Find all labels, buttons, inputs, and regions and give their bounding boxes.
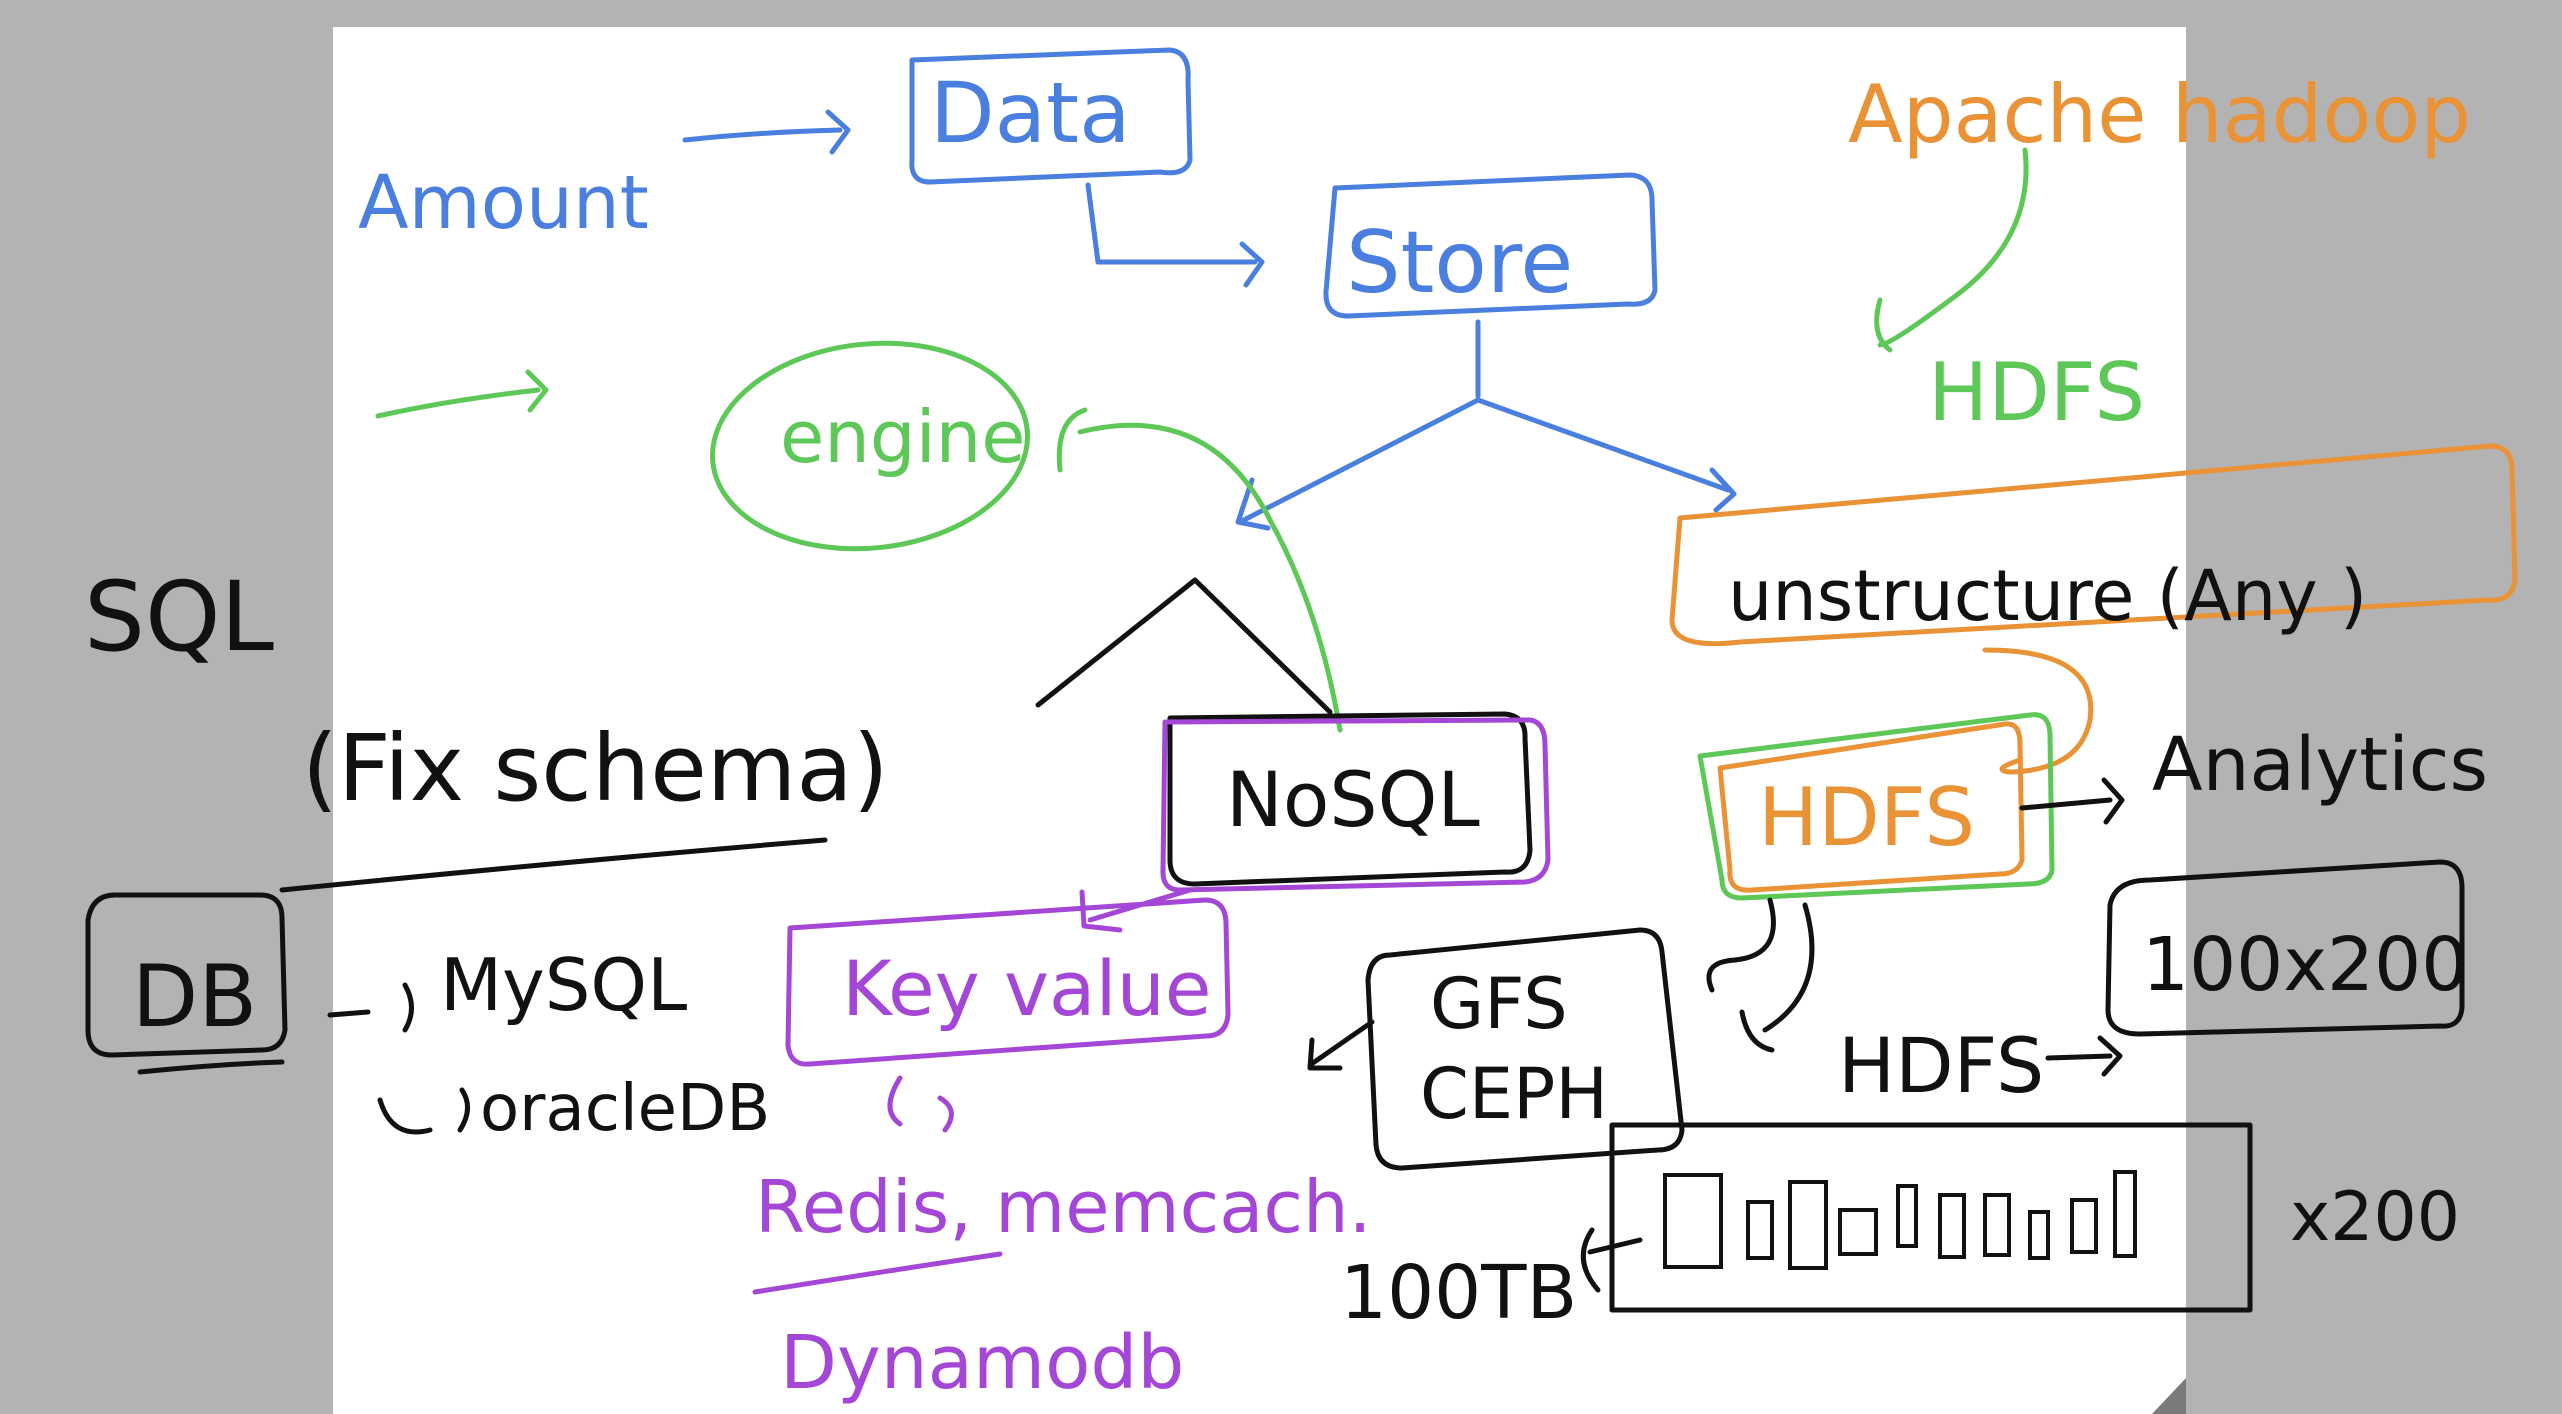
data-node-label: Data: [930, 64, 1131, 162]
sql-nosql-branch: [1035, 577, 1333, 715]
storage-unit: [1788, 1180, 1828, 1270]
engine-ellipse: [710, 340, 1030, 552]
node-count-label: 100x200: [2142, 922, 2468, 1008]
data-box: [909, 47, 1193, 185]
storage-unit: [1838, 1208, 1878, 1256]
cluster-box: [2105, 859, 2465, 1037]
fix-schema-underline: [279, 837, 828, 893]
hdfs-orange-box: [1717, 721, 2025, 893]
storage-unit: [1746, 1200, 1774, 1260]
storage-unit: [1663, 1173, 1723, 1269]
data-to-store-arrow: [1085, 182, 1265, 288]
key-value-box: [785, 897, 1231, 1067]
hadoop-to-hdfs-curve: [1874, 147, 2029, 353]
hdfs-orange-label: HDFS: [1758, 771, 1975, 864]
store-branch-lines: [1235, 319, 1737, 531]
unstructured-label: unstructure (Any ): [1728, 555, 2367, 637]
gfs-ceph-box: [1365, 927, 1685, 1171]
unstructured-box: [1669, 443, 2518, 647]
engine-label: engine: [780, 395, 1026, 479]
store-node-label: Store: [1346, 213, 1573, 313]
key-value-label: Key value: [842, 944, 1212, 1033]
mysql-arrow: [327, 982, 414, 1033]
storage-unit: [1983, 1193, 2011, 1257]
hdfs-black-label: HDFS: [1838, 1021, 2044, 1110]
amount-label: Amount: [358, 160, 649, 246]
db-underline: [137, 1059, 285, 1075]
hdfs-green-label: HDFS: [1928, 346, 2145, 439]
fix-schema-label: (Fix schema): [302, 715, 889, 822]
oracle-db-label: oracleDB: [480, 1072, 770, 1146]
hdfs-down-hook-left: [1706, 897, 1776, 993]
storage-unit: [2070, 1198, 2098, 1254]
storage-unit: [1938, 1193, 1966, 1259]
hdfs-to-analytics-arrow: [2019, 777, 2125, 825]
db-box: [85, 892, 288, 1058]
hdfs-green-box: [1697, 712, 2055, 901]
ceph-label: CEPH: [1420, 1053, 1608, 1135]
amount-to-data-arrow: [682, 109, 851, 155]
storage-unit: [2113, 1170, 2137, 1258]
sql-label: SQL: [84, 561, 274, 673]
keyvalue-to-redis-arrow: [887, 1075, 954, 1133]
side-arrow: [375, 369, 549, 419]
page-curl-corner: [2152, 1378, 2186, 1414]
oracle-arrow: [377, 1087, 470, 1135]
hdfs-down-hook-right: [1739, 902, 1815, 1053]
storage-units: [1663, 1170, 2137, 1270]
dynamodb-label: Dynamodb: [780, 1320, 1184, 1406]
redis-label: Redis, memcach.: [755, 1165, 1371, 1249]
nosql-to-keyvalue-arrow: [1079, 887, 1193, 933]
hdfs-to-cluster-arrow: [2045, 1035, 2123, 1077]
storage-unit: [2028, 1210, 2050, 1260]
db-label: DB: [132, 947, 257, 1047]
storage-to-100tb-arrow: [1580, 1227, 1643, 1293]
nosql-label: NoSQL: [1226, 755, 1480, 844]
unstructured-to-hdfs-line: [1982, 647, 2094, 775]
x200-label: x200: [2290, 1178, 2460, 1257]
engine-to-nosql-line: [1056, 407, 1343, 733]
redis-underline: [752, 1251, 1003, 1295]
analytics-label: Analytics: [2152, 722, 2488, 808]
mysql-label: MySQL: [440, 943, 687, 1027]
gfs-ceph-left-arrow: [1307, 1019, 1375, 1071]
store-box: [1323, 172, 1658, 319]
apache-hadoop-label: Apache hadoop: [1848, 68, 2471, 161]
gfs-label: GFS: [1430, 963, 1568, 1045]
nosql-purple-box: [1160, 717, 1551, 893]
storage-100tb-label: 100TB: [1340, 1250, 1577, 1336]
storage-unit: [1896, 1184, 1918, 1248]
